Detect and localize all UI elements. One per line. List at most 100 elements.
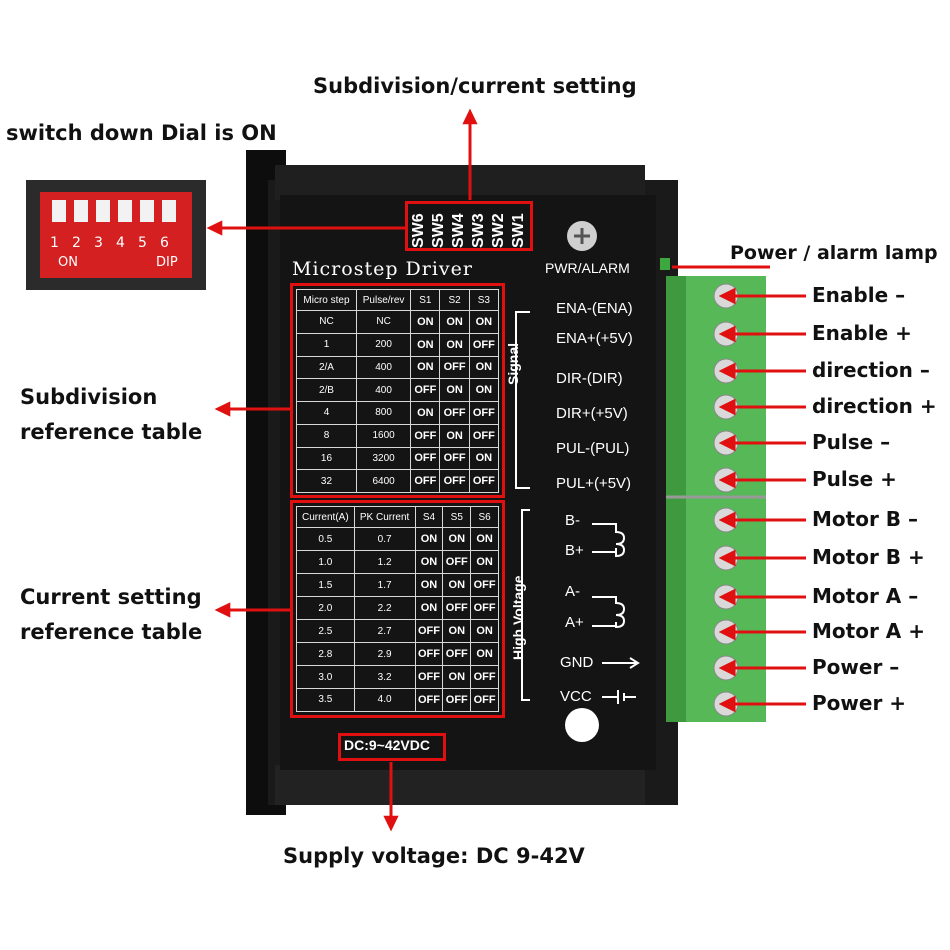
subdivision-cell: 32 xyxy=(296,469,357,493)
subdivision-cell: 2/B xyxy=(296,378,357,402)
subdivision-cell: 400 xyxy=(355,378,412,402)
terminal-label: Enable + xyxy=(812,321,912,345)
current-cell: OFF xyxy=(470,665,499,689)
subdivision-cell: 3200 xyxy=(355,446,412,471)
pwr-alarm-label: PWR/ALARM xyxy=(545,260,630,276)
callout-subdivision-ref-line2: reference table xyxy=(20,420,203,444)
subdivision-cell: OFF xyxy=(439,469,470,493)
current-cell: ON xyxy=(414,527,444,552)
current-cell: ON xyxy=(470,527,499,552)
subdivision-cell: 1600 xyxy=(355,423,412,448)
subdivision-cell: ON xyxy=(410,332,441,357)
current-cell: 0.7 xyxy=(353,527,416,552)
dip-number: 2 xyxy=(72,235,83,251)
callout-subdivision-ref: Subdivision reference table xyxy=(20,380,202,450)
high-voltage-label: High Voltage xyxy=(510,575,526,660)
current-cell: 2.9 xyxy=(353,642,416,667)
arrowhead-icon xyxy=(718,695,736,713)
arrowhead-icon xyxy=(383,815,399,832)
current-cell: ON xyxy=(414,573,444,598)
arrowhead-icon xyxy=(462,108,478,125)
subdivision-cell: OFF xyxy=(439,355,470,380)
callout-current-ref-line2: reference table xyxy=(20,620,203,644)
mounting-hole xyxy=(565,708,599,742)
current-cell: 4.0 xyxy=(353,687,416,713)
led-indicator xyxy=(660,258,670,270)
sw-label: SW4 xyxy=(450,213,467,248)
current-cell: ON xyxy=(442,665,472,689)
current-cell: ON xyxy=(470,550,499,575)
arrowhead-icon xyxy=(718,325,736,343)
arrowhead-icon xyxy=(718,434,736,452)
subdivision-cell: ON xyxy=(439,310,470,334)
subdivision-header-cell: Pulse/rev xyxy=(355,289,412,311)
dip-knob[interactable] xyxy=(140,200,154,222)
current-cell: 2.7 xyxy=(353,619,416,644)
terminal-label: Motor A + xyxy=(812,619,925,643)
subdivision-header-cell: Micro step xyxy=(296,289,357,311)
subdivision-cell: 16 xyxy=(296,446,357,471)
subdivision-cell: ON xyxy=(439,378,470,402)
signal-pin-label: PUL-(PUL) xyxy=(556,440,630,457)
subdivision-cell: 1 xyxy=(296,332,357,357)
subdivision-cell: ON xyxy=(468,446,500,471)
current-cell: 1.0 xyxy=(296,550,355,575)
current-header-cell: S5 xyxy=(442,505,472,529)
subdivision-cell: 800 xyxy=(355,401,412,425)
subdivision-header-cell: S2 xyxy=(439,289,470,311)
current-cell: 1.2 xyxy=(353,550,416,575)
subdivision-cell: 4 xyxy=(296,401,357,425)
current-cell: OFF xyxy=(414,642,444,667)
dip-on-label: ON xyxy=(58,255,78,270)
terminal-label: Motor B + xyxy=(812,545,925,569)
dc-box xyxy=(338,733,446,761)
terminal-label: direction – xyxy=(812,358,930,382)
hv-pin-label: A+ xyxy=(565,614,584,631)
current-cell: 3.0 xyxy=(296,665,355,689)
current-cell: 2.0 xyxy=(296,596,355,621)
dip-number: 4 xyxy=(116,235,127,251)
signal-label: Signal xyxy=(505,342,521,385)
sw-label: SW6 xyxy=(410,213,427,248)
subdivision-cell: ON xyxy=(468,310,500,334)
current-table-box xyxy=(290,500,505,718)
current-cell: 1.5 xyxy=(296,573,355,598)
dc-label: DC:9~42VDC xyxy=(344,737,430,753)
dip-knob[interactable] xyxy=(52,200,66,222)
dip-knob[interactable] xyxy=(118,200,132,222)
subdivision-header-cell: S3 xyxy=(468,289,500,311)
current-cell: ON xyxy=(442,573,472,598)
sw-label: SW1 xyxy=(510,213,527,248)
current-cell: 3.5 xyxy=(296,687,355,713)
dip-number: 6 xyxy=(160,235,171,251)
subdivision-cell: 200 xyxy=(355,332,412,357)
terminal-label: Pulse – xyxy=(812,430,891,454)
current-cell: 3.2 xyxy=(353,665,416,689)
current-cell: 2.2 xyxy=(353,596,416,621)
dip-knob[interactable] xyxy=(74,200,88,222)
subdivision-cell: OFF xyxy=(410,469,441,493)
dip-knob[interactable] xyxy=(162,200,176,222)
signal-pin-label: PUL+(+5V) xyxy=(556,475,632,492)
current-cell: ON xyxy=(470,619,499,644)
current-cell: ON xyxy=(414,550,444,575)
subdivision-cell: ON xyxy=(410,310,441,334)
current-cell: OFF xyxy=(442,550,472,575)
signal-pin-label: ENA-(ENA) xyxy=(556,300,633,317)
subdivision-cell: OFF xyxy=(468,332,500,357)
dip-knob[interactable] xyxy=(96,200,110,222)
current-cell: 0.5 xyxy=(296,527,355,552)
subdivision-cell: ON xyxy=(468,378,500,402)
subdivision-cell: OFF xyxy=(468,423,500,448)
